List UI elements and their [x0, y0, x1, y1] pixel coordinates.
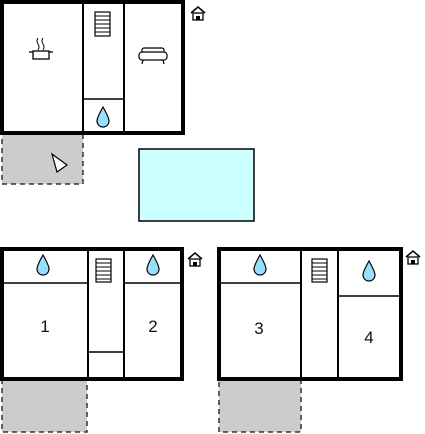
upper-terrace — [1, 133, 84, 185]
staircase-icon — [95, 258, 112, 283]
water-drop-icon — [253, 253, 267, 276]
room-label-1: 1 — [40, 317, 49, 336]
lower-right-terrace — [218, 379, 302, 433]
water-drop-icon — [96, 105, 110, 128]
upper-unit — [0, 0, 206, 185]
room-label-2: 2 — [148, 317, 157, 336]
swimming-pool — [138, 148, 255, 222]
water-drop-icon — [36, 253, 50, 276]
lower-left-unit: 1 2 — [0, 247, 203, 433]
lower-left-terrace — [1, 379, 88, 433]
house-entrance-icon — [405, 250, 421, 265]
sun-lounger-icon — [50, 152, 69, 173]
water-drop-icon — [362, 259, 376, 282]
cooking-pot-icon — [29, 37, 53, 60]
house-entrance-icon — [187, 252, 203, 267]
room-label-3: 3 — [254, 319, 263, 338]
lower-right-outline — [217, 247, 403, 381]
lower-right-unit: 3 4 — [217, 247, 421, 433]
sofa-icon — [138, 47, 168, 65]
room-label-4: 4 — [364, 328, 373, 347]
upper-unit-outline — [0, 0, 185, 135]
staircase-icon — [311, 258, 328, 283]
water-drop-icon — [146, 253, 160, 276]
house-entrance-icon — [190, 6, 206, 21]
staircase-icon — [94, 11, 111, 37]
